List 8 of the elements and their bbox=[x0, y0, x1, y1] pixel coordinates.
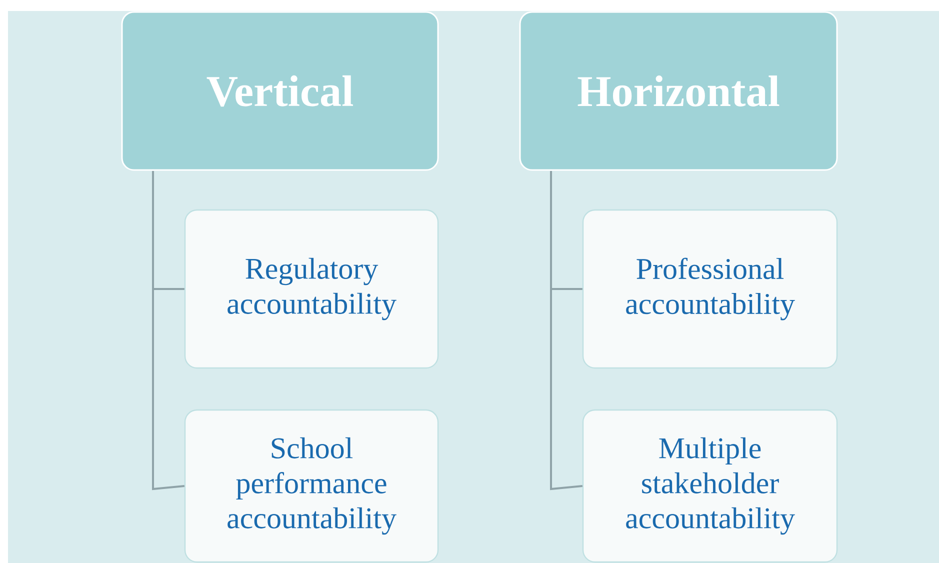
item-box: Regulatory accountability bbox=[184, 209, 439, 369]
item-box: School performance accountability bbox=[184, 409, 439, 563]
connector bbox=[152, 171, 184, 490]
category-box: Vertical bbox=[121, 11, 439, 171]
item-box: Professional accountability bbox=[582, 209, 838, 369]
category-box: Horizontal bbox=[519, 11, 838, 171]
connector bbox=[550, 171, 582, 490]
item-box: Multiple stakeholder accountability bbox=[582, 409, 838, 563]
